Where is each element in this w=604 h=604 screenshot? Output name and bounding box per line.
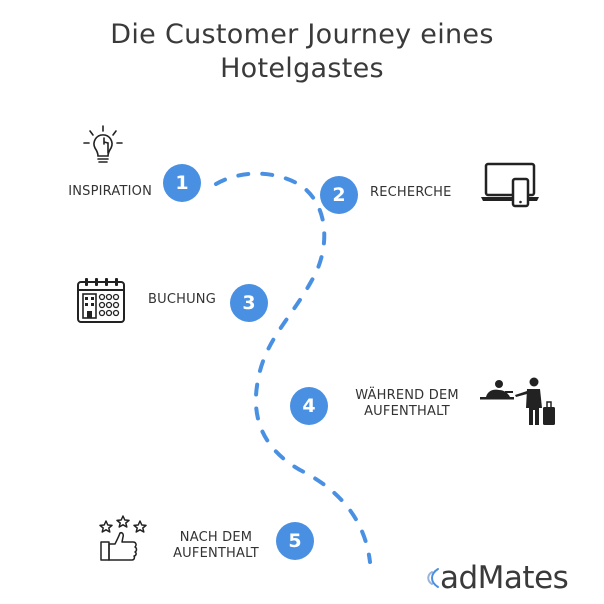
step-3-label: BUCHUNG xyxy=(148,292,216,307)
step-1-label: INSPIRATION xyxy=(68,184,152,199)
laptop-phone-icon xyxy=(480,162,540,214)
step-5-label: NACH DEM AUFENTHALT xyxy=(152,530,280,563)
lightbulb-icon xyxy=(82,124,124,174)
step-4-label-line-2: AUFENTHALT xyxy=(364,404,450,420)
step-5-label-line-1: NACH DEM xyxy=(179,530,253,545)
step-2-label: RECHERCHE xyxy=(370,185,452,200)
step-4-label: WÄHREND DEM AUFENTHALT xyxy=(342,388,472,421)
page-title: Die Customer Journey eines Hotelgastes xyxy=(0,18,604,86)
step-4-badge: 4 xyxy=(290,387,328,425)
admates-logo: adMates xyxy=(424,560,569,596)
step-4-label-line-1: WÄHREND DEM xyxy=(355,388,459,403)
title-line-1: Die Customer Journey eines xyxy=(110,19,494,50)
title-line-2: Hotelgastes xyxy=(220,52,384,84)
thumbs-up-stars-icon xyxy=(97,515,149,567)
calendar-icon xyxy=(76,276,126,328)
step-2-badge: 2 xyxy=(320,176,358,214)
hotel-reception-icon xyxy=(478,375,558,431)
signal-icon xyxy=(427,568,439,588)
step-3-badge: 3 xyxy=(230,284,268,322)
logo-text: adMates xyxy=(440,560,569,596)
step-5-badge: 5 xyxy=(276,522,314,560)
step-1-badge: 1 xyxy=(163,164,201,202)
step-5-label-line-2: AUFENTHALT xyxy=(173,546,259,562)
